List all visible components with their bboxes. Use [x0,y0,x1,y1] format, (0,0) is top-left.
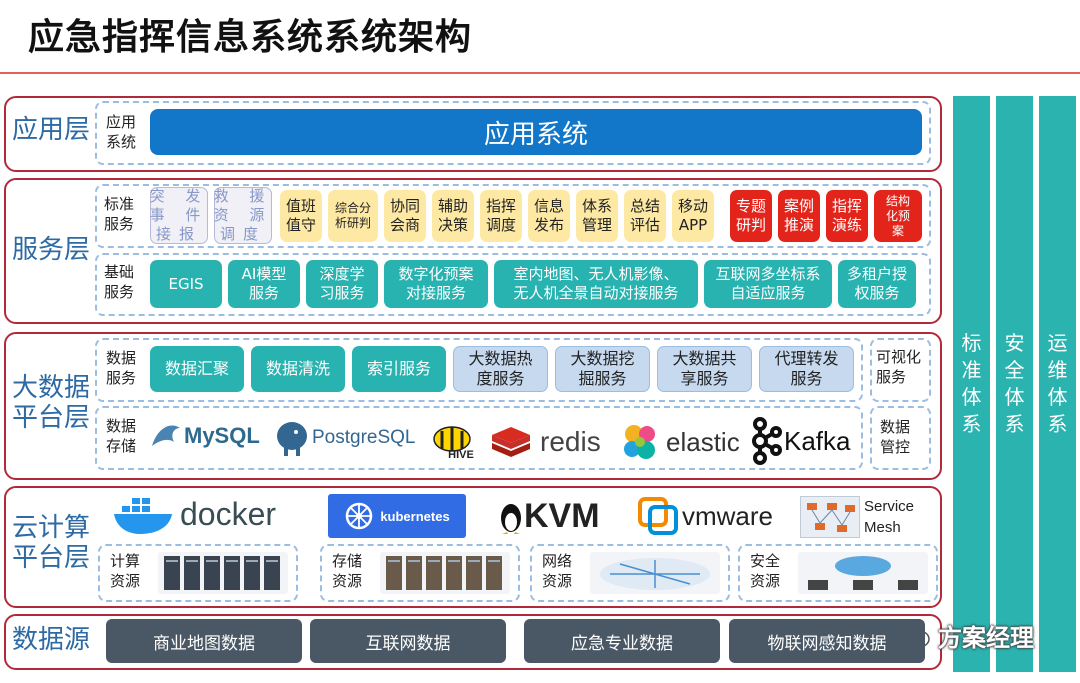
yellow-service-box: 移动 APP [672,190,714,242]
kubernetes-logo: kubernetes [328,494,466,538]
data-service-box: 数据汇聚 [150,346,244,392]
data-service-group [95,338,863,402]
datasource-box: 互联网数据 [310,619,506,663]
data-service-box: 大数据挖 掘服务 [555,346,650,392]
security-system-column: 安 全 体 系 [996,96,1033,672]
base-service-group [95,253,931,316]
service-mesh-diagram-icon [800,496,860,538]
standard-service-label: 标准 服务 [104,195,135,233]
redis-cube-icon [492,427,530,457]
data-service-box: 代理转发 服务 [759,346,854,392]
data-storage-label: 数据 存储 [106,417,137,455]
hive-logo: HIVE [426,418,478,464]
resource-illustration-icon [380,552,510,594]
viz-service-label: 可视化 服务 [876,348,922,386]
red-service-box: 指挥 演练 [826,190,868,242]
resource-box [738,544,938,602]
base-service-box: 室内地图、无人机影像、 无人机全景自动对接服务 [494,260,698,308]
kafka-icon [752,417,782,465]
resource-illustration-icon [798,552,928,594]
resource-illustration-icon [158,552,288,594]
app-system-bar: 应用系统 [150,109,922,155]
red-service-box: 案例 推演 [778,190,820,242]
datasource-box: 商业地图数据 [106,619,302,663]
resource-label: 计算 资源 [110,552,141,590]
resource-box [98,544,298,602]
vmware-logo: vmware [638,496,773,536]
base-service-box: 多租户授 权服务 [838,260,916,308]
postgresql-logo: PostgreSQL [272,418,416,458]
operations-system-column: 运 维 体 系 [1039,96,1076,672]
viz-group [870,338,931,402]
vmware-icon [638,497,678,535]
datasource-box: 物联网感知数据 [729,619,925,663]
elephant-icon [277,422,307,456]
standard-system-column: 标 准 体 系 [953,96,990,672]
standard-service-group [95,184,931,248]
resource-box [530,544,730,602]
penguin-icon [501,504,521,534]
datasource-box: 应急专业数据 [524,619,720,663]
data-service-box: 大数据共 享服务 [657,346,752,392]
kvm-logo: KVM [498,496,600,536]
bee-icon [433,426,471,452]
app-layer-label: 应用层 [12,115,91,145]
watermark-text: 方案经理 [938,624,1034,652]
whale-icon [114,498,172,534]
kafka-logo: Kafka [748,416,851,466]
elastic-icon [624,425,655,459]
cloud-layer-label: 云计算 平台层 [12,513,91,573]
base-service-box: AI模型 服务 [228,260,300,308]
yellow-service-box: 指挥 调度 [480,190,522,242]
mgmt-group [870,406,931,470]
resource-box [320,544,520,602]
yellow-service-box: 协同 会商 [384,190,426,242]
yellow-service-box: 总结 评估 [624,190,666,242]
docker-logo: docker [112,490,276,538]
redis-logo: redis [488,422,601,462]
red-service-box: 专题 研判 [730,190,772,242]
base-service-box: 互联网多坐标系 自适应服务 [704,260,832,308]
helm-icon [346,502,373,530]
service-layer-label: 服务层 [12,235,91,265]
data-service-box: 数据清洗 [251,346,345,392]
app-group [95,101,931,165]
yellow-service-box: 体系 管理 [576,190,618,242]
data-service-box: 大数据热 度服务 [453,346,548,392]
mysql-logo: MySQL [148,416,260,456]
resource-label: 安全 资源 [750,552,781,590]
resource-label: 存储 资源 [332,552,363,590]
elastic-logo: elastic [620,420,740,464]
app-sub-label: 应用 系统 [106,113,137,151]
data-storage-group [95,406,863,470]
datasource-layer-label: 数据源 [12,625,91,655]
red-service-box: 结构 化预 案 [874,190,922,242]
page-title: 应急指挥信息系统系统架构 [28,17,473,58]
base-service-label: 基础 服务 [104,263,135,301]
yellow-service-box: 辅助 决策 [432,190,474,242]
grey-service-box: 救 援 资 源 调度 [213,187,273,244]
dolphin-icon [152,425,180,446]
yellow-service-box: 综合分 析研判 [328,190,378,242]
title-divider [0,72,1080,74]
data-mgmt-label: 数据 管控 [880,418,911,456]
data-service-label: 数据 服务 [106,349,137,387]
base-service-box: EGIS [150,260,222,308]
service-mesh-label: Service Mesh [864,498,915,536]
resource-illustration-icon [590,552,720,594]
data-service-box: 索引服务 [352,346,446,392]
yellow-service-box: 值班 值守 [280,190,322,242]
grey-service-box: 突 发 事 件 接报 [149,187,209,244]
base-service-box: 数字化预案 对接服务 [384,260,488,308]
base-service-box: 深度学 习服务 [306,260,378,308]
bigdata-layer-label: 大数据 平台层 [12,373,91,433]
yellow-service-box: 信息 发布 [528,190,570,242]
resource-label: 网络 资源 [542,552,573,590]
